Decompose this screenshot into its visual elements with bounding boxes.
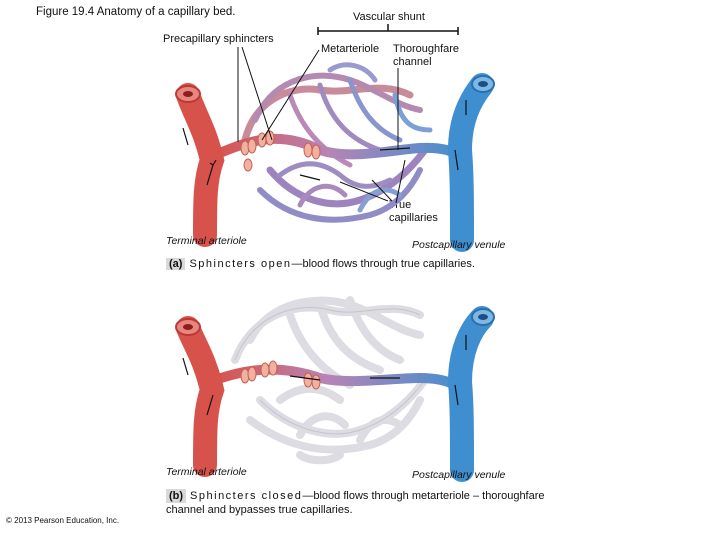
caption-b-text: —blood flows through metarteriole – thor…: [166, 490, 545, 516]
caption-b-emphasis: Sphincters closed: [190, 490, 303, 502]
terminal-arteriole-label-a: Terminal arteriole: [166, 235, 247, 247]
flow-arrows-a: [182, 100, 467, 186]
caption-b-letter: (b): [166, 489, 187, 503]
panel-b-diagram: [175, 296, 495, 482]
true-capillaries-label: True capillaries: [389, 199, 438, 224]
vascular-shunt-label: Vascular shunt: [353, 11, 425, 23]
copyright-notice: © 2013 Pearson Education, Inc.: [6, 516, 120, 525]
panel-a-diagram: [175, 24, 495, 252]
sphincters-a: [240, 130, 321, 172]
caption-b: (b)Sphincters closed—blood flows through…: [166, 489, 586, 517]
postcapillary-venule-b: [447, 306, 494, 482]
terminal-arteriole-label-b: Terminal arteriole: [166, 466, 247, 478]
precapillary-sphincters-label: Precapillary sphincters: [163, 33, 274, 45]
sphincters-b: [240, 360, 321, 390]
postcapillary-venule-label-b: Postcapillary venule: [412, 469, 506, 481]
true-capillaries-network-a: [241, 62, 433, 223]
figure-title: Figure 19.4 Anatomy of a capillary bed.: [36, 6, 236, 18]
metarteriole-label: Metarteriole: [321, 43, 380, 55]
terminal-arteriole-b: [176, 316, 225, 477]
caption-a: (a)Sphincters open—blood flows through t…: [166, 258, 475, 270]
leader-lines-a: [237, 46, 406, 204]
thoroughfare-channel-label: Thoroughfare channel: [393, 43, 460, 68]
postcapillary-venule-a: [447, 73, 494, 252]
flow-arrows-b: [182, 335, 467, 416]
terminal-arteriole-a: [176, 83, 225, 247]
caption-a-letter: (a): [166, 258, 186, 270]
postcapillary-venule-label-a: Postcapillary venule: [412, 239, 506, 251]
caption-a-emphasis: Sphincters open: [189, 258, 292, 270]
caption-a-text: —blood flows through true capillaries.: [291, 258, 475, 270]
